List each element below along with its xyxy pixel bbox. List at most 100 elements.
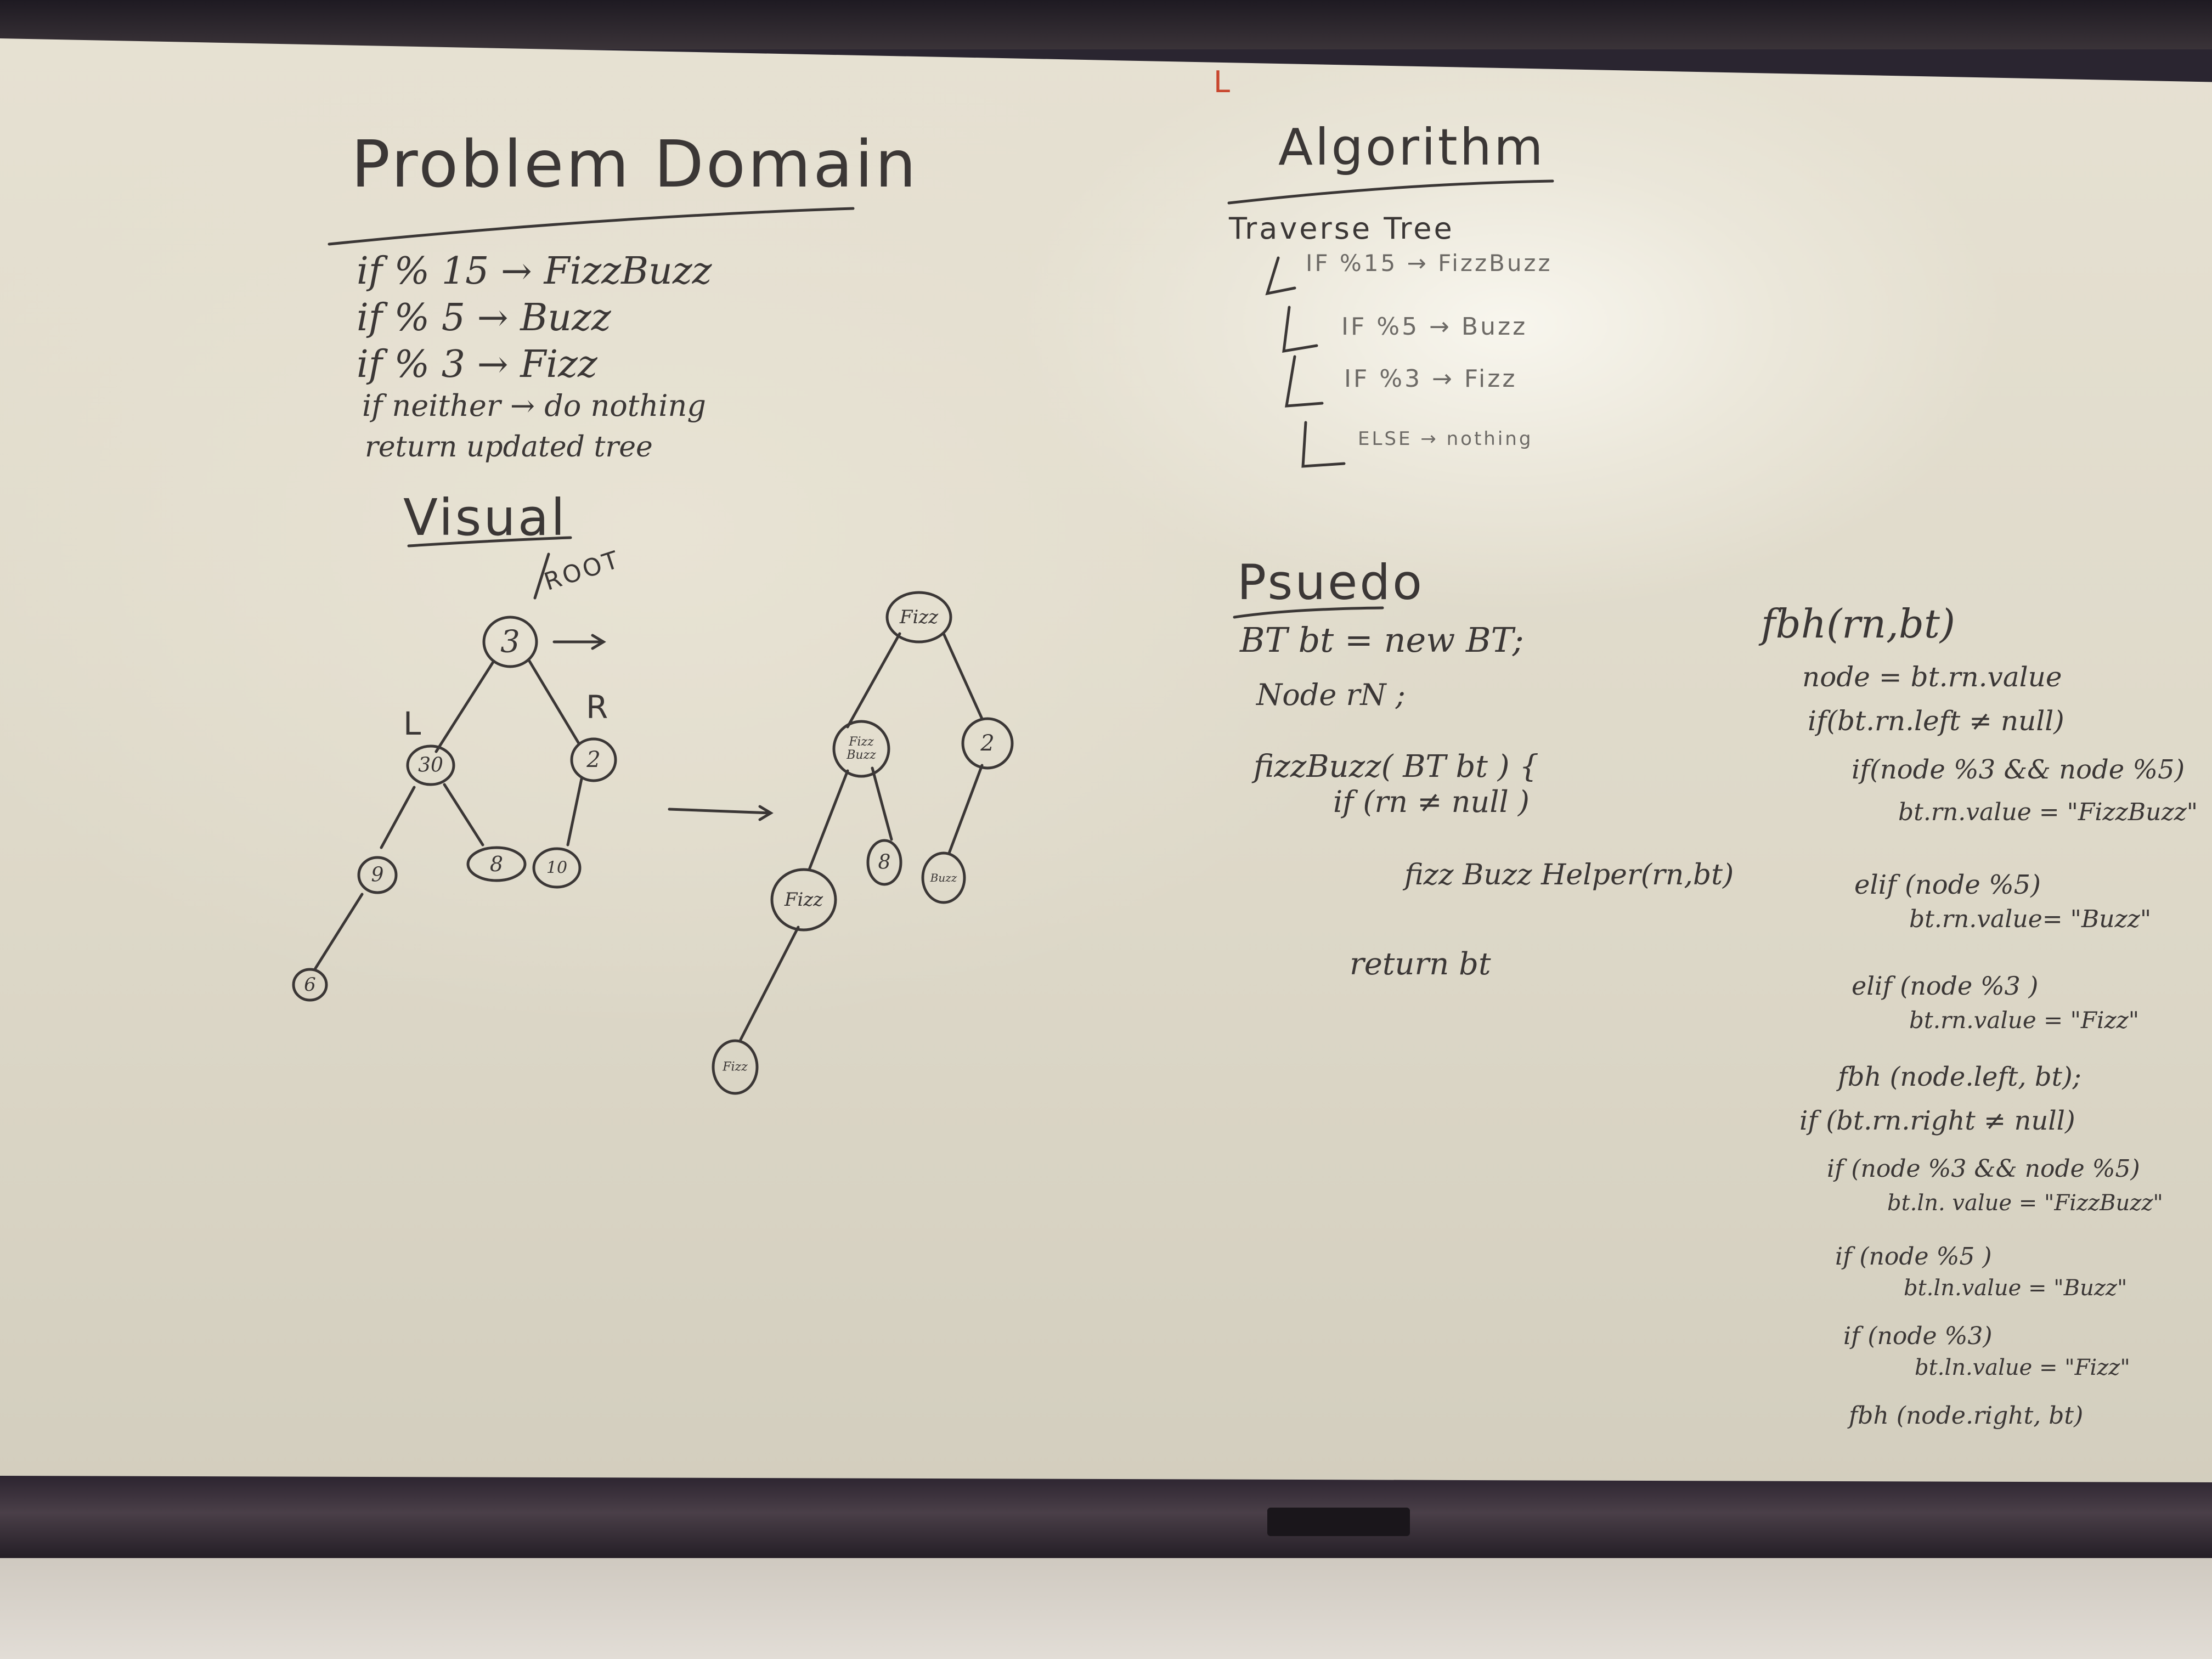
node-fizzbuzz [832, 720, 890, 778]
problem-item-5: return updated tree [365, 431, 653, 464]
algorithm-step-3: IF %3 → Fizz [1344, 365, 1517, 393]
visual-underline [407, 536, 572, 548]
node-fizz-leaf [712, 1039, 759, 1095]
node-2 [570, 737, 617, 782]
edge-3-30 [435, 659, 495, 753]
node-3 [482, 616, 538, 668]
node-3-label: 3 [500, 624, 520, 660]
node-8-after-label: 8 [878, 851, 891, 874]
floor [0, 1558, 2212, 1659]
algorithm-step-4: ELSE → nothing [1358, 428, 1533, 450]
node-10 [532, 847, 582, 889]
problem-domain-title: Problem Domain [351, 126, 918, 202]
pseudo-underline [1233, 606, 1384, 619]
bracket-3 [1285, 355, 1324, 408]
node-2-after [961, 717, 1014, 770]
node-8 [466, 846, 527, 882]
node-fizz-root [885, 591, 952, 644]
whiteboard-top-frame [0, 0, 2212, 49]
right-label: R [586, 689, 611, 726]
edge-3-2 [528, 659, 580, 745]
edge-fizz-fizzbuzz [846, 632, 901, 729]
helper-line-9: bt.rn.value = "Fizz" [1909, 1007, 2140, 1034]
helper-line-12: if (node %3 && node %5) [1827, 1155, 2140, 1183]
bracket-4 [1301, 421, 1346, 468]
tree-after [712, 591, 1014, 1095]
helper-line-17: bt.ln.value = "Fizz" [1915, 1355, 2130, 1380]
pseudo-line-6: return bt [1350, 946, 1491, 982]
node-buzz [921, 851, 966, 904]
helper-line-6: elif (node %5) [1854, 870, 2041, 900]
helper-line-2: node = bt.rn.value [1802, 661, 2062, 693]
helper-line-11: if (bt.rn.right ≠ null) [1799, 1105, 2075, 1136]
helper-line-10: fbh (node.left, bt); [1838, 1062, 2081, 1092]
edge-fizz-2 [942, 632, 984, 720]
problem-item-2: if % 5 → Buzz [357, 296, 611, 340]
pseudo-line-4: if (rn ≠ null ) [1333, 785, 1530, 819]
algorithm-step-2: IF %5 → Buzz [1341, 313, 1528, 341]
algorithm-traverse: Traverse Tree [1229, 211, 1454, 246]
bracket-2 [1282, 306, 1318, 353]
node-6-label: 6 [304, 974, 316, 996]
node-30-label: 30 [418, 754, 443, 777]
edge-9-6 [314, 893, 364, 970]
node-10-label: 10 [546, 858, 568, 878]
edge-fizz-fizz [739, 926, 800, 1041]
bracket-1 [1265, 256, 1296, 296]
root-pointer-line [533, 552, 550, 600]
pseudo-line-5: fizz Buzz Helper(rn,bt) [1404, 859, 1734, 891]
node-fizz-root-label: Fizz [899, 606, 939, 628]
helper-line-18: fbh (node.right, bt) [1849, 1402, 2084, 1430]
algorithm-underline [1227, 179, 1554, 205]
node-9 [357, 856, 398, 894]
node-2-after-label: 2 [980, 731, 995, 756]
helper-line-15: bt.ln.value = "Buzz" [1904, 1276, 2128, 1301]
edge-fizzbuzz-8 [871, 766, 893, 841]
pseudo-line-2: Node rN ; [1256, 678, 1406, 712]
node-6 [292, 968, 328, 1002]
edge-2-10 [566, 777, 583, 847]
edge-30-9 [380, 786, 416, 849]
red-mark: L [1214, 65, 1231, 99]
helper-line-16: if (node %3) [1843, 1322, 1993, 1350]
node-fizz-leaf-label: Fizz [723, 1060, 748, 1074]
whiteboard-surface [0, 38, 2212, 1492]
node-fizzbuzz-label: Fizz Buzz [847, 735, 876, 762]
eraser [1267, 1508, 1410, 1536]
left-label: L [403, 705, 424, 742]
transform-arrow [668, 805, 774, 821]
edge-fizzbuzz-fizz [808, 769, 849, 871]
node-9-label: 9 [371, 864, 384, 887]
node-30 [406, 744, 455, 786]
node-8-label: 8 [489, 852, 504, 876]
pseudo-title: Psuedo [1237, 554, 1424, 611]
problem-domain-underline [328, 207, 855, 246]
problem-item-1: if % 15 → FizzBuzz [357, 250, 712, 293]
algorithm-step-1: IF %15 → FizzBuzz [1306, 250, 1553, 276]
problem-item-3: if % 3 → Fizz [357, 343, 597, 386]
helper-line-3: if(bt.rn.left ≠ null) [1808, 705, 2064, 737]
algorithm-brackets [1265, 256, 1346, 468]
visual-title: Visual [403, 488, 567, 547]
root-arrow [552, 634, 606, 650]
node-fizz-left [770, 868, 837, 932]
node-fizz-left-label: Fizz [784, 889, 823, 911]
helper-line-4: if(node %3 && node %5) [1852, 754, 2185, 785]
marker-tray [0, 1476, 2212, 1558]
helper-line-7: bt.rn.value= "Buzz" [1909, 905, 2152, 933]
node-2-label: 2 [586, 747, 601, 772]
node-buzz-label: Buzz [930, 871, 957, 884]
helper-line-8: elif (node %3 ) [1852, 971, 2039, 1001]
helper-line-1: fbh(rn,bt) [1761, 601, 1955, 647]
edge-2-buzz [947, 764, 984, 855]
problem-item-4: if neither → do nothing [362, 388, 706, 423]
helper-line-13: bt.ln. value = "FizzBuzz" [1887, 1190, 2163, 1216]
node-8-after [866, 839, 902, 886]
tree-before [292, 552, 617, 1002]
pseudo-line-1: BT bt = new BT; [1240, 620, 1524, 660]
helper-line-5: bt.rn.value = "FizzBuzz" [1898, 798, 2198, 826]
helper-line-14: if (node %5 ) [1835, 1243, 1992, 1271]
pseudo-line-3: fizzBuzz( BT bt ) { [1254, 749, 1539, 785]
edge-30-8 [443, 783, 484, 847]
